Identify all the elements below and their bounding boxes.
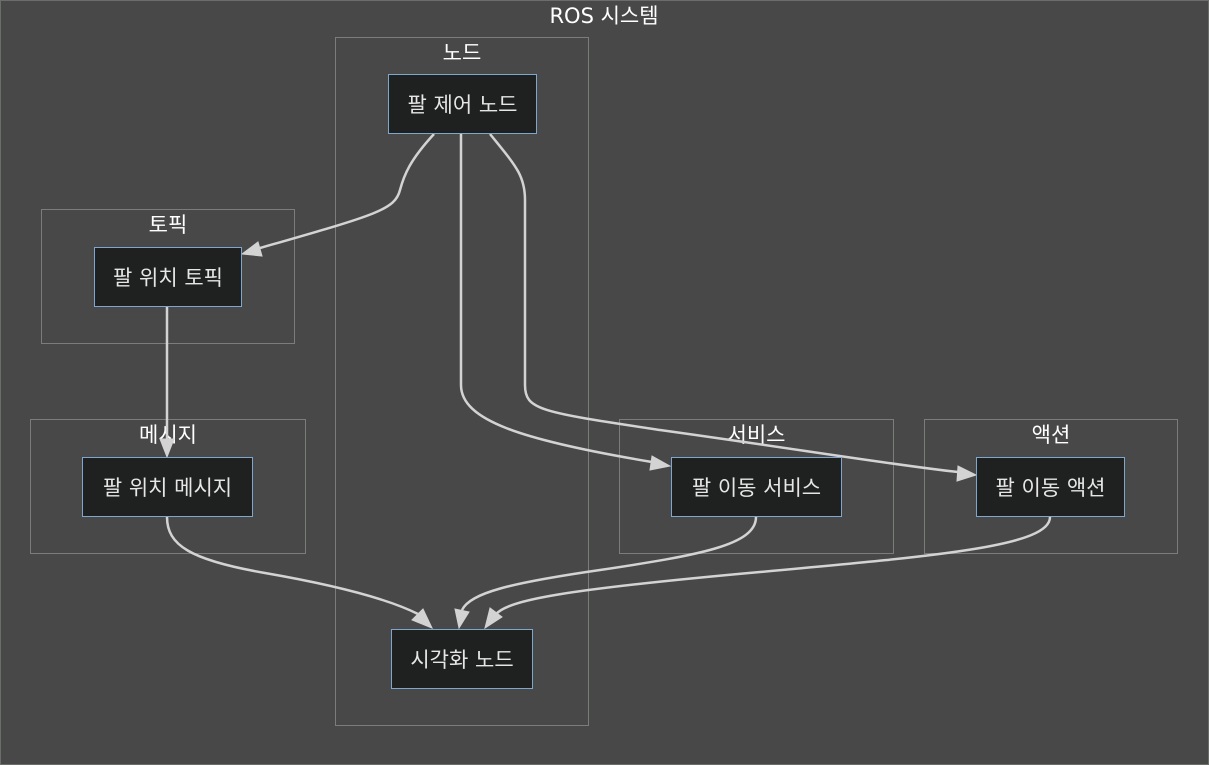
diagram-title: ROS 시스템	[549, 4, 659, 28]
node-arm-position-message[interactable]: 팔 위치 메시지	[82, 457, 253, 517]
node-arm-position-topic[interactable]: 팔 위치 토픽	[94, 247, 242, 307]
node-arm-control[interactable]: 팔 제어 노드	[388, 74, 537, 134]
cluster-node: 노드	[335, 37, 589, 726]
node-arm-move-service[interactable]: 팔 이동 서비스	[671, 457, 842, 517]
node-arm-move-action[interactable]: 팔 이동 액션	[976, 457, 1125, 517]
cluster-service-label: 서비스	[727, 423, 786, 447]
cluster-node-label: 노드	[442, 41, 482, 65]
cluster-topic-label: 토픽	[148, 213, 188, 237]
cluster-message-label: 메시지	[139, 423, 197, 447]
node-visualization[interactable]: 시각화 노드	[391, 629, 533, 689]
cluster-action-label: 액션	[1031, 423, 1071, 447]
